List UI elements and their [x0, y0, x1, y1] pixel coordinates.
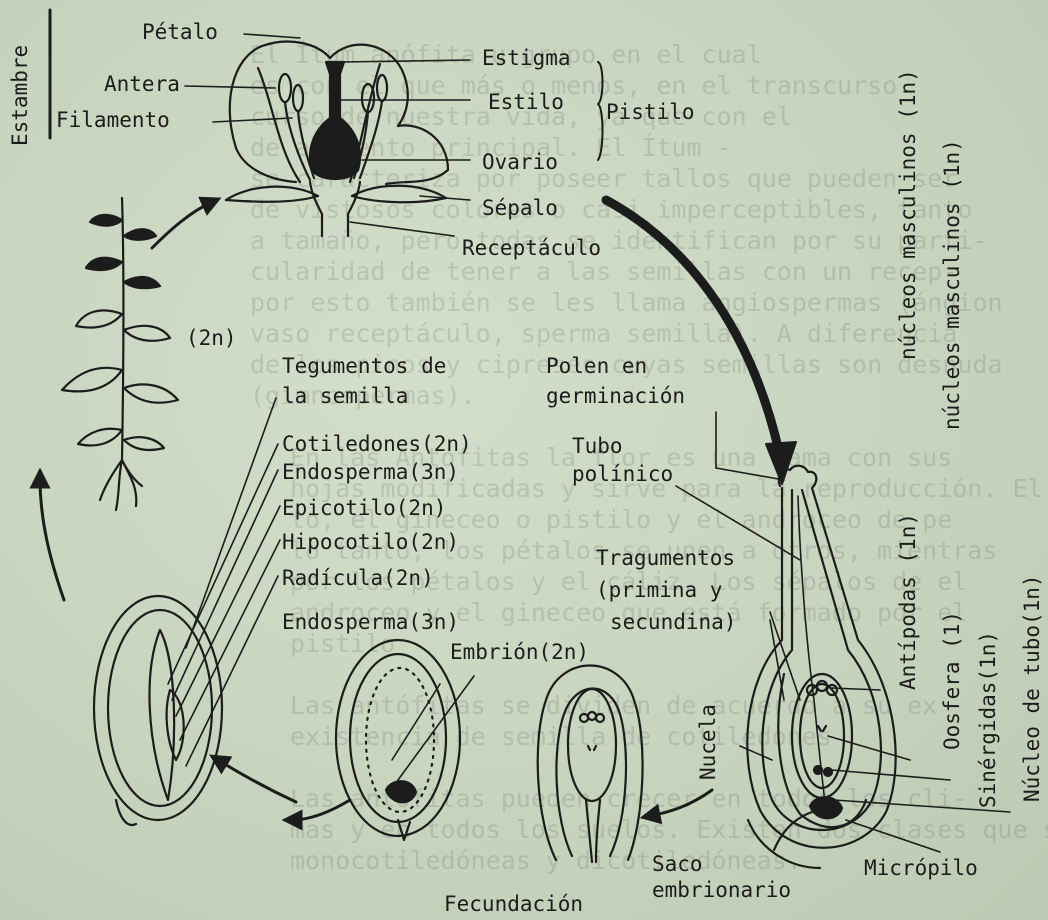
- label-antipodas: Antípodas (1n): [896, 513, 920, 690]
- label-saco-2: embrionario: [652, 878, 791, 902]
- label-petalo: Pétalo: [142, 20, 218, 44]
- label-estambre: Estambre: [8, 45, 32, 146]
- label-tragumentos-3: secundina): [610, 610, 736, 634]
- label-ploidy-plant: (2n): [186, 326, 237, 350]
- seed-leaders: [168, 398, 280, 766]
- label-epicotilo: Epicotilo(2n): [282, 496, 446, 520]
- seed-drawing: [94, 596, 222, 825]
- label-endosperma-b: Endosperma(3n): [282, 610, 459, 634]
- label-saco-1: Saco: [652, 852, 703, 876]
- label-sepalo: Sépalo: [482, 196, 558, 220]
- label-nucleos-1: núcleos masculinos (1n): [896, 69, 920, 360]
- label-embrion: Embrión(2n): [450, 640, 589, 664]
- label-polen-2: germinación: [546, 384, 685, 408]
- label-tragumentos-1: Tragumentos: [596, 546, 735, 570]
- flower-drawing: [226, 42, 448, 236]
- label-tragumentos-2: (primina y: [596, 578, 722, 602]
- ovule-drawing: [538, 666, 643, 863]
- label-cotiledones: Cotiledones(2n): [282, 432, 472, 456]
- developing-ovule-drawing: [336, 640, 474, 840]
- label-estigma: Estigma: [482, 46, 571, 70]
- label-pistilo: Pistilo: [606, 100, 695, 124]
- label-tegumentos-2: la semilla: [282, 384, 408, 408]
- label-radicula: Radícula(2n): [282, 566, 434, 590]
- young-plant-drawing: [62, 198, 178, 510]
- label-tubo-2: polínico: [572, 462, 673, 486]
- label-ovario: Ovario: [482, 150, 558, 174]
- label-filamento: Filamento: [56, 108, 170, 132]
- label-sinergidas: Sinérgidas(1n): [976, 631, 1000, 808]
- label-nucleos-2: núcleos masculinos (1n): [940, 139, 964, 430]
- label-fecundacion: Fecundación: [444, 892, 583, 916]
- label-estilo: Estilo: [488, 90, 564, 114]
- label-tegumentos-1: Tegumentos de: [282, 354, 446, 378]
- label-receptaculo: Receptáculo: [462, 236, 601, 260]
- label-antera: Antera: [104, 72, 180, 96]
- label-hipocotilo: Hipocotilo(2n): [282, 530, 459, 554]
- label-micropilo: Micrópilo: [864, 856, 978, 880]
- label-tubo-1: Tubo: [572, 434, 623, 458]
- label-polen-1: Polen en: [546, 354, 647, 378]
- pollinated-pistil-drawing: [747, 466, 895, 868]
- label-nucleo-tubo: Núcleo de tubo(1n): [1020, 574, 1044, 802]
- label-nucela: Nucela: [696, 704, 720, 780]
- label-endosperma-a: Endosperma(3n): [282, 460, 459, 484]
- label-oosfera: Oosfera (1): [940, 611, 964, 750]
